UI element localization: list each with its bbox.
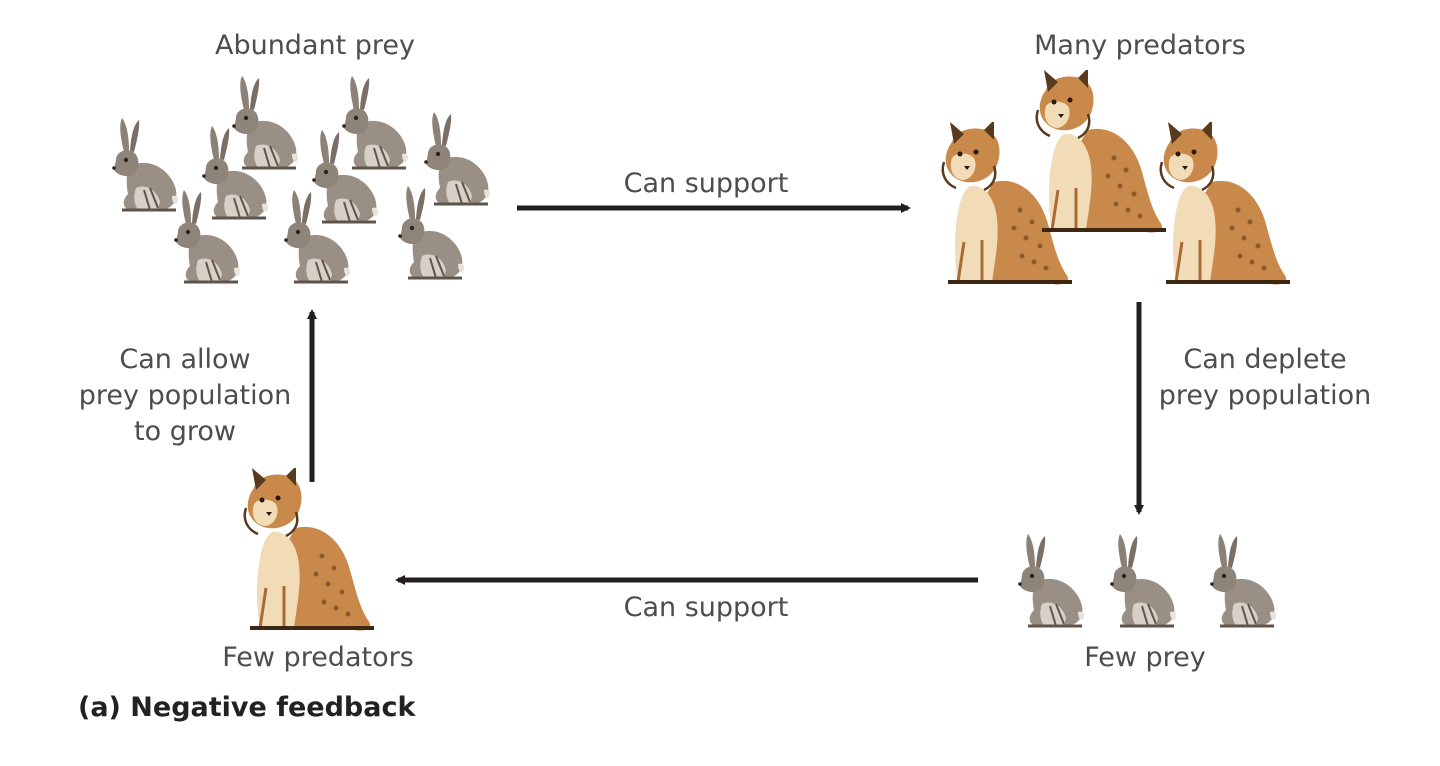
hare-image <box>1208 534 1278 628</box>
edge-label-right-line: Can deplete <box>1183 344 1347 375</box>
hare-image <box>110 118 180 212</box>
hare-image <box>1108 534 1178 628</box>
abundant-prey-group <box>110 76 492 284</box>
abundant-prey-label: Abundant prey <box>214 30 416 61</box>
figure-caption: (a) Negative feedback <box>78 692 416 723</box>
few-predators-label: Few predators <box>222 642 414 673</box>
edge-label-right-line: prey population <box>1158 380 1372 411</box>
hare-image <box>340 76 410 170</box>
edge-label-left-line: prey population <box>78 380 292 411</box>
few-prey-label: Few prey <box>1084 642 1206 673</box>
hare-image <box>1016 534 1086 628</box>
edge-label-top: Can support <box>623 168 789 199</box>
lynx-image <box>242 468 376 633</box>
lynx-image <box>1158 122 1292 287</box>
edge-label-left-line: Can allow <box>119 344 251 375</box>
hare-image <box>422 112 492 206</box>
few-predators-group <box>242 468 376 633</box>
edge-label-left: Can allow prey population to grow <box>60 342 310 450</box>
many-predators-label: Many predators <box>1034 30 1246 61</box>
many-predators-group <box>940 70 1292 287</box>
edge-label-bottom: Can support <box>623 592 789 623</box>
hare-image <box>230 76 300 170</box>
edge-label-right: Can deplete prey population <box>1140 342 1390 414</box>
lynx-image <box>1034 70 1168 235</box>
edge-label-left-line: to grow <box>134 416 236 447</box>
few-prey-group <box>1016 534 1278 628</box>
